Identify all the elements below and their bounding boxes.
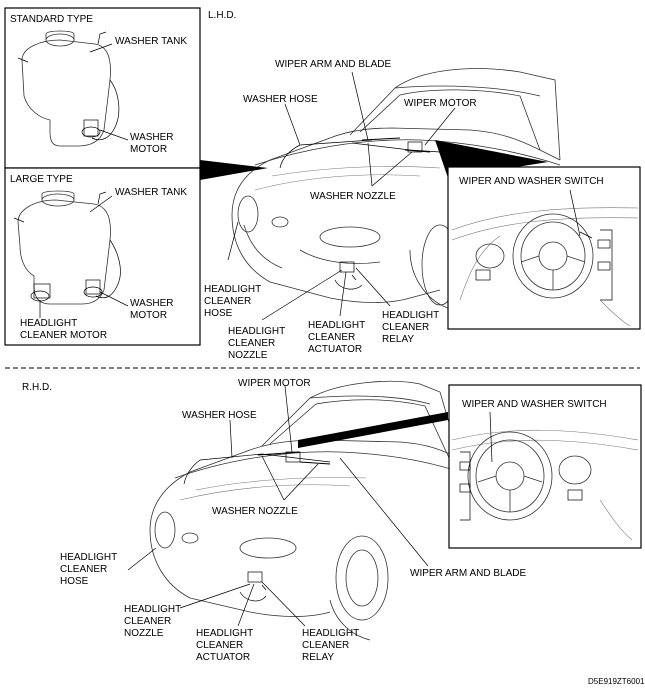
figure-code: D5E919ZT6001 bbox=[588, 677, 645, 686]
rhd-headlight-cleaner-hose-label: HEADLIGHT CLEANER HOSE bbox=[60, 552, 120, 587]
rhd-label: R.H.D. bbox=[22, 382, 52, 393]
rhd-pointer-switch bbox=[298, 412, 448, 448]
standard-washer-tank-drawing bbox=[17, 30, 129, 147]
lhd-washer-nozzle-label: WASHER NOZZLE bbox=[310, 191, 396, 202]
lhd-headlight-cleaner-relay-label: HEADLIGHT CLEANER RELAY bbox=[382, 310, 442, 345]
lhd-headlight-cleaner-nozzle-label: HEADLIGHT CLEANER NOZZLE bbox=[228, 326, 288, 361]
large-washer-tank-label: WASHER TANK bbox=[115, 187, 187, 198]
standard-washer-motor-label: WASHER MOTOR bbox=[130, 132, 176, 155]
rhd-car-illustration bbox=[149, 380, 461, 641]
lhd-section: L.H.D. bbox=[4, 7, 641, 361]
lhd-tank-inset: STANDARD TYPE WASHER TANK WASHER MOTOR L… bbox=[4, 7, 201, 346]
lhd-switch-title: WIPER AND WASHER SWITCH bbox=[459, 176, 604, 187]
lhd-washer-hose-label: WASHER HOSE bbox=[243, 94, 318, 105]
lhd-switch-inset: WIPER AND WASHER SWITCH bbox=[447, 166, 641, 330]
lhd-leader-lines bbox=[227, 71, 456, 321]
lhd-wiper-arm-blade-label: WIPER ARM AND BLADE bbox=[275, 59, 391, 70]
lhd-label: L.H.D. bbox=[208, 10, 236, 21]
large-headlight-cleaner-motor-label: HEADLIGHT CLEANER MOTOR bbox=[20, 318, 107, 341]
rhd-switch-inset: WIPER AND WASHER SWITCH bbox=[448, 384, 642, 549]
standard-washer-tank-label: WASHER TANK bbox=[115, 36, 187, 47]
rhd-headlight-cleaner-relay-label: HEADLIGHT CLEANER RELAY bbox=[302, 628, 362, 663]
rhd-wiper-arm-blade-label: WIPER ARM AND BLADE bbox=[410, 568, 526, 579]
large-washer-motor-label: WASHER MOTOR bbox=[130, 298, 176, 321]
large-washer-tank-drawing bbox=[13, 190, 129, 318]
rhd-section: R.H.D. bbox=[22, 378, 642, 663]
large-type-title: LARGE TYPE bbox=[10, 174, 73, 185]
rhd-switch-title: WIPER AND WASHER SWITCH bbox=[462, 399, 607, 410]
rhd-headlight-cleaner-nozzle-label: HEADLIGHT CLEANER NOZZLE bbox=[124, 604, 184, 639]
rhd-headlight-cleaner-actuator-label: HEADLIGHT CLEANER ACTUATOR bbox=[196, 628, 256, 663]
lhd-headlight-cleaner-hose-label: HEADLIGHT CLEANER HOSE bbox=[204, 284, 264, 319]
rhd-leader-lines bbox=[127, 385, 429, 627]
rhd-wiper-motor-label: WIPER MOTOR bbox=[238, 378, 311, 389]
lhd-headlight-cleaner-actuator-label: HEADLIGHT CLEANER ACTUATOR bbox=[308, 320, 368, 355]
standard-type-title: STANDARD TYPE bbox=[10, 14, 93, 25]
lhd-pointer-tank bbox=[200, 160, 268, 180]
lhd-wiper-motor-label: WIPER MOTOR bbox=[404, 98, 477, 109]
rhd-washer-nozzle-label: WASHER NOZZLE bbox=[212, 506, 298, 517]
rhd-washer-hose-label: WASHER HOSE bbox=[182, 410, 257, 421]
